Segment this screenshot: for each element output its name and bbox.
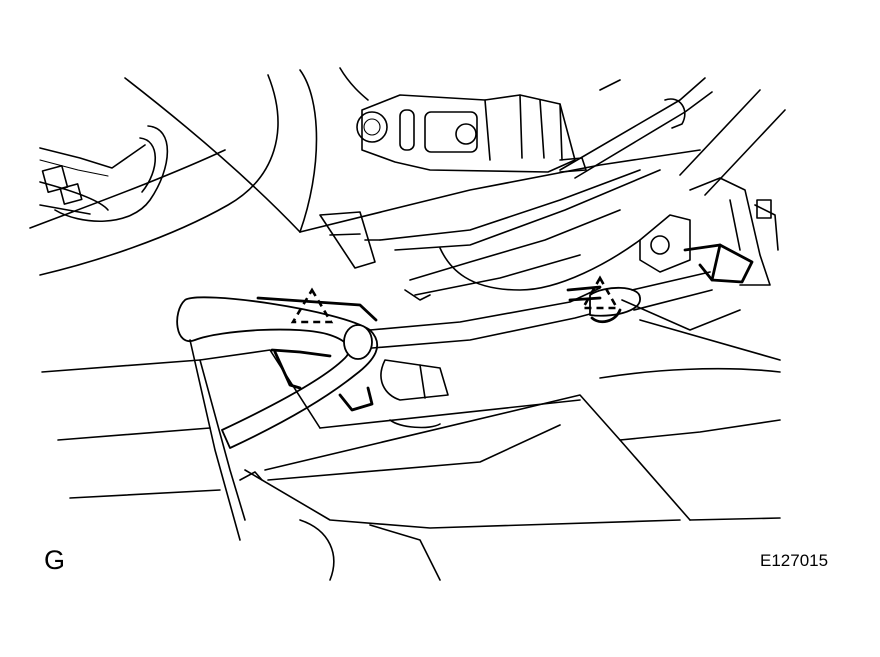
figure-code: E127015 <box>760 551 829 570</box>
upper-connector-assembly <box>356 94 587 173</box>
steering-cable <box>559 77 786 196</box>
lower-panel <box>41 299 781 581</box>
clip-triangle-icon <box>580 275 620 310</box>
clip-triangle-icon <box>290 287 334 324</box>
frame-rails <box>299 149 701 301</box>
trim-panel-upper-left <box>29 67 369 276</box>
wire-harness-upper-left <box>39 125 169 223</box>
clip-brackets <box>256 243 754 412</box>
right-bracket <box>639 177 779 286</box>
view-label: G <box>44 545 66 575</box>
